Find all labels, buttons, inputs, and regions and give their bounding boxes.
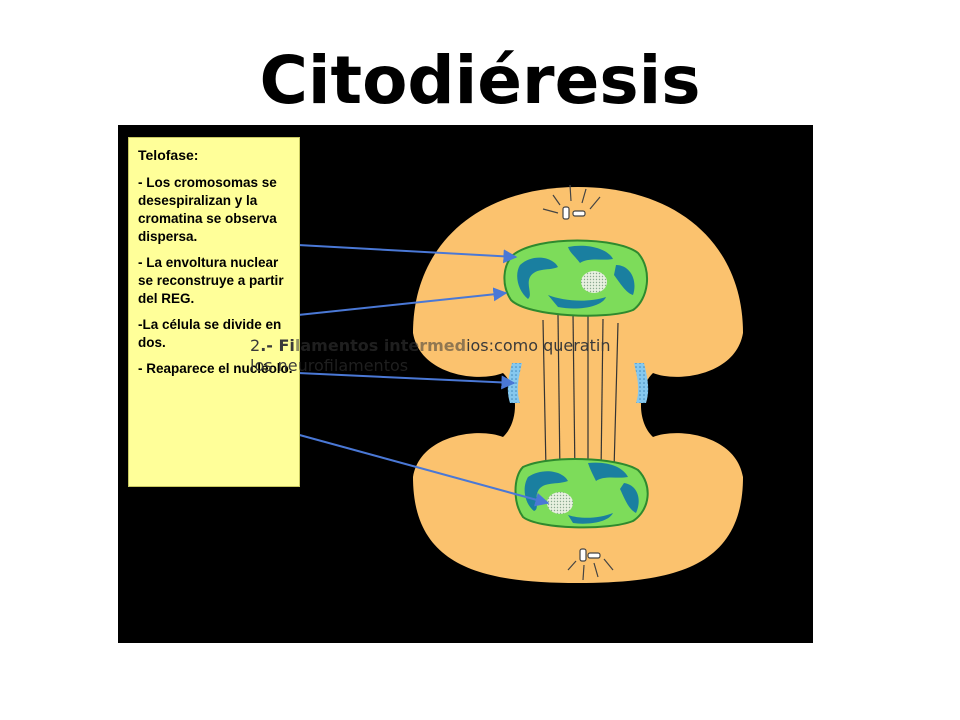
overlay-bold: .- Fi	[260, 336, 295, 355]
telophase-figure	[118, 125, 813, 643]
telofase-item-cell-division: -La célula se divide en dos.	[138, 317, 282, 350]
telofase-item-nucleolus: - Reaparece el nucléolo.	[138, 361, 293, 376]
top-centriole	[542, 184, 601, 220]
top-nucleus	[503, 239, 649, 317]
spindle-fibers	[542, 312, 619, 478]
cell-diagram	[262, 184, 743, 583]
leader-arrows	[262, 244, 550, 507]
slide-title: Citodiéresis	[259, 42, 701, 119]
telofase-label-box: Telofase: - Los cromosomas se desespiral…	[128, 137, 300, 487]
telofase-item-chromatin: - Los cromosomas se desespiralizan y la …	[138, 175, 277, 244]
overlay-line-2: los neurofilamentos	[250, 356, 770, 376]
overlay-prefix: 2	[250, 336, 261, 355]
bottom-centriole	[567, 548, 614, 581]
overlay-hidden: lamentos intermed	[294, 336, 467, 355]
overlay-caption: 2.- Filamentos intermedios:como queratin…	[250, 336, 770, 376]
telofase-item-nuclear-envelope: - La envoltura nuclear se reconstruye a …	[138, 255, 284, 306]
right-cleavage-band	[634, 363, 649, 403]
cell-bottom-dome	[413, 477, 743, 583]
overlay-line2a: los ne	[250, 356, 298, 375]
overlay-line-1: 2.- Filamentos intermedios:como queratin	[250, 336, 770, 356]
top-nucleolus	[581, 271, 607, 293]
bottom-nucleus	[514, 458, 649, 529]
overlay-line2b: urofilamentos	[297, 356, 409, 375]
telofase-heading: Telofase:	[138, 147, 199, 163]
overlay-mid: ios:como queratin	[466, 336, 611, 355]
bottom-nucleolus	[547, 492, 573, 514]
